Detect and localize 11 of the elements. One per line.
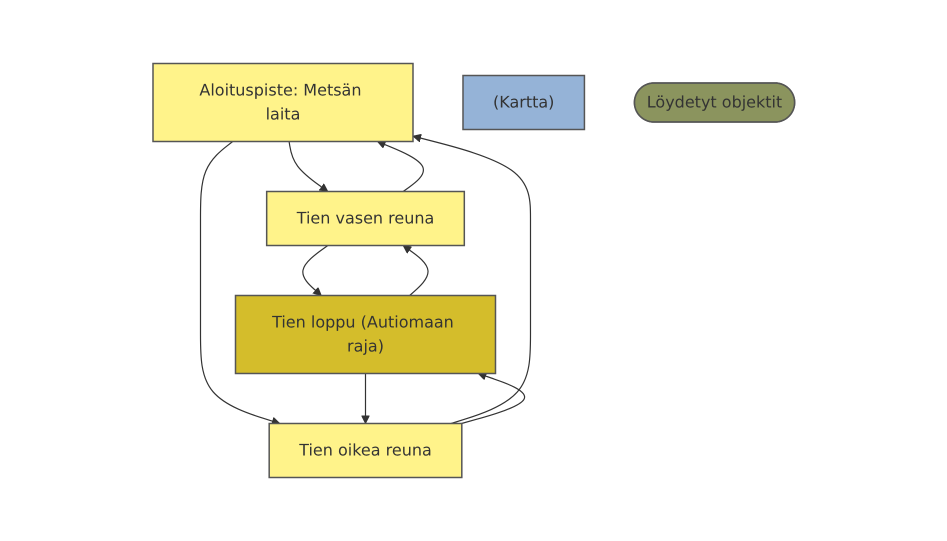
node-box: Tien vasen reuna bbox=[266, 190, 465, 246]
arrow bbox=[402, 245, 428, 296]
arrow bbox=[360, 374, 370, 424]
arrow bbox=[288, 141, 328, 192]
node-box: Aloituspiste: Metsän laita bbox=[152, 62, 414, 142]
arrow bbox=[412, 134, 531, 424]
node-box: Tien oikea reuna bbox=[268, 422, 462, 478]
arrow bbox=[302, 245, 328, 296]
node-box: (Kartta) bbox=[462, 74, 585, 130]
arrow bbox=[376, 140, 424, 192]
node-box: Tien loppu (Autiomaan raja) bbox=[234, 294, 496, 374]
